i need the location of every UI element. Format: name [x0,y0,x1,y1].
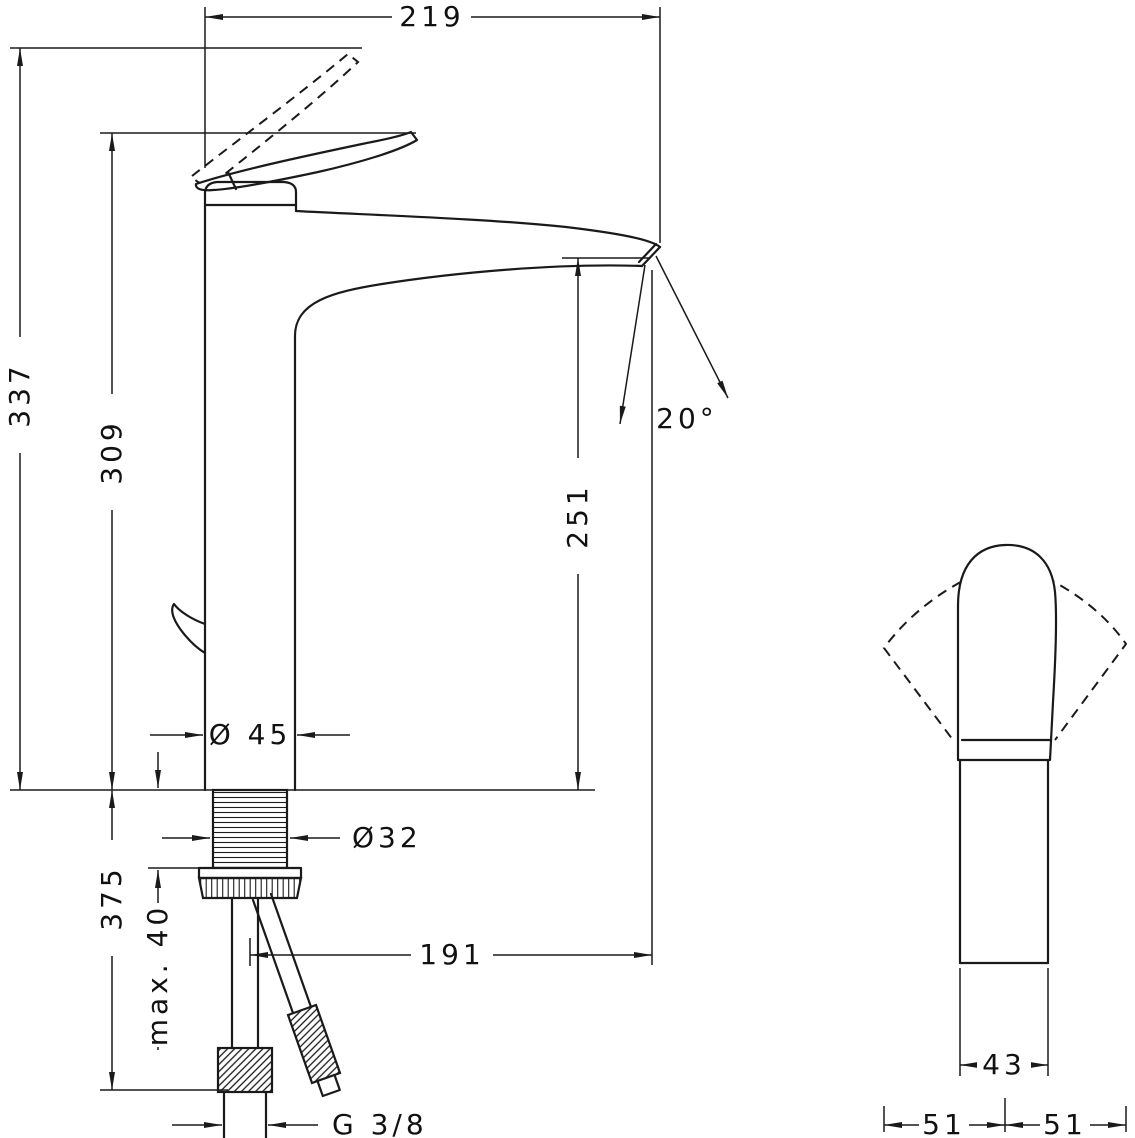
dim-label-connection-thread: G 3/8 [332,1108,428,1138]
lever-solid-outline [194,130,419,192]
hose-edge-outer [269,892,313,1009]
label-backing [392,3,471,31]
dim-label-spout-reach: 191 [419,938,484,971]
dim-spout-angle: 20° [619,255,729,435]
angle-leader-right [655,255,729,399]
mounting-nut-knurl [197,876,303,900]
dim-label-body-height: 309 [95,419,128,484]
supply-pipe-connector [216,1046,274,1094]
dim-label-installation-depth: 375 [95,865,128,930]
spout-top-edge [294,209,662,249]
hose-connector [286,1003,342,1085]
label-backing [411,940,493,970]
dim-installation-depth: 375 [95,790,228,1091]
dim-label-overall-width: 219 [399,0,464,33]
dim-label-max-mounting-thickness: max. 40 [141,904,174,1046]
label-backing [977,1050,1031,1080]
dim-max-mounting-thickness: max. 40 [141,752,212,1050]
dim-label-spout-height: 251 [561,483,594,548]
dim-body-height: 309 [95,132,416,790]
mounting-nut-flange [197,866,303,880]
spout-underside-and-right-edge [293,264,644,792]
dim-side-body-width: 43 [959,968,1049,1081]
aerator-line [637,242,658,264]
dim-spout-reach: 191 [249,270,653,971]
dim-base-diameter: Ø 45 [150,718,350,751]
dim-handle-swing-right: 51 [1005,1106,1127,1138]
faucet-side-view [882,543,1128,965]
dim-connection-thread: G 3/8 [172,1108,428,1138]
lever-hinge-line [226,170,238,191]
label-backing [1040,1110,1090,1138]
label-backing [565,458,591,574]
dim-spout-height: 251 [561,257,650,790]
dim-label-side-body-width: 43 [982,1048,1026,1081]
spout-outlet-face [640,245,662,268]
dim-shank-diameter: Ø32 [162,821,422,854]
label-backing [99,394,125,510]
dim-label-handle-swing-right: 51 [1043,1108,1087,1138]
threaded-shank [211,788,289,870]
dim-label-spout-angle: 20° [656,402,718,435]
angle-leader-left [619,264,646,425]
dim-label-shank-diameter: Ø32 [352,821,422,854]
collar-outline [203,180,298,213]
popup-rod-lever [171,602,207,655]
dim-label-handle-swing-left: 51 [922,1108,966,1138]
dim-label-base-diameter: Ø 45 [209,718,292,751]
dim-overall-height: 337 [3,47,362,790]
dim-label-overall-height: 337 [3,362,36,427]
faucet-front-view [10,52,662,1138]
label-backing [145,903,171,1047]
side-handle-outline [956,543,1058,762]
dim-overall-width: 219 [204,0,661,243]
handle-swing-dashed-right [1029,569,1128,741]
label-backing [7,337,33,453]
label-backing [99,840,125,956]
label-backing [919,1110,969,1138]
dim-handle-swing-left: 51 [883,1098,1006,1138]
hose-connector-tip [316,1073,341,1098]
